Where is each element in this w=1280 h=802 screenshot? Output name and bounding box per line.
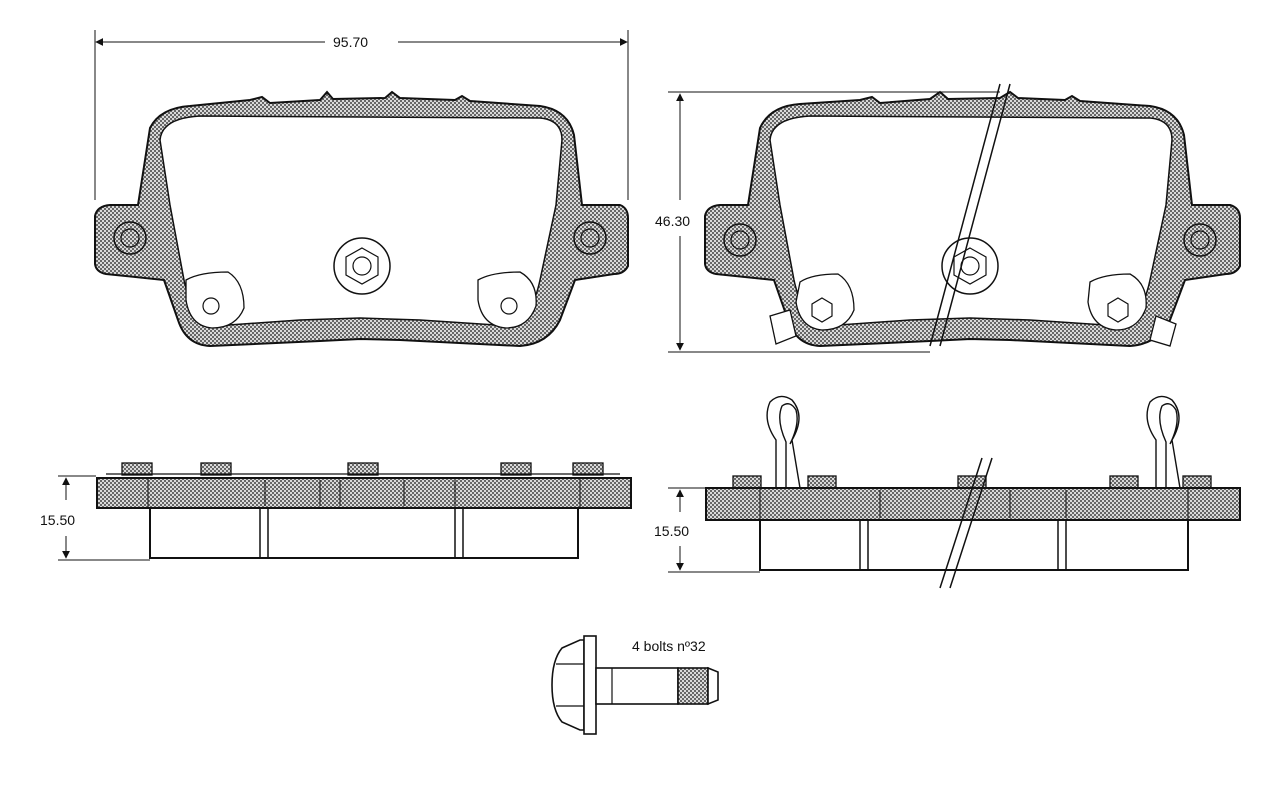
- lower-boss-left: [185, 271, 245, 329]
- pad-side-view-left: [96, 462, 632, 559]
- thickness-dimension-left: 15.50: [40, 475, 150, 561]
- width-dimension: 95.70: [94, 30, 629, 200]
- height-dimension: 46.30: [655, 91, 1000, 353]
- bolt-drawing: 4 bolts nº32: [551, 635, 719, 735]
- clip-tab-right: [1149, 315, 1177, 347]
- bolts-note: 4 bolts nº32: [632, 638, 706, 654]
- spring-clip-left: [766, 395, 801, 530]
- ear-hole-left: [113, 221, 147, 255]
- thickness-label-right: 15.50: [654, 523, 689, 539]
- center-stud: [333, 237, 391, 295]
- lower-boss-right: [477, 271, 537, 329]
- thickness-dimension-right: 15.50: [654, 487, 760, 573]
- friction-block-side-right: [759, 519, 1189, 571]
- pad-rear-view-right: [704, 83, 1241, 348]
- pad-side-view-right: [705, 395, 1241, 589]
- thickness-label-left: 15.50: [40, 512, 75, 528]
- pad-front-view-left: [94, 90, 629, 348]
- bolt-shank: [595, 667, 679, 705]
- clip-tab-left: [769, 309, 797, 345]
- width-label: 95.70: [333, 34, 368, 50]
- ear-hole-right: [573, 221, 607, 255]
- cut-line-top: [929, 83, 1011, 347]
- cut-line-bottom: [939, 457, 993, 589]
- bolt-hex-head: [551, 639, 585, 731]
- friction-block-side: [149, 507, 579, 559]
- backing-plate-side: [96, 477, 632, 509]
- height-label: 46.30: [655, 213, 690, 229]
- spring-clip-right: [1146, 395, 1181, 530]
- bolt-flange: [583, 635, 597, 735]
- bolt-thread: [677, 667, 709, 705]
